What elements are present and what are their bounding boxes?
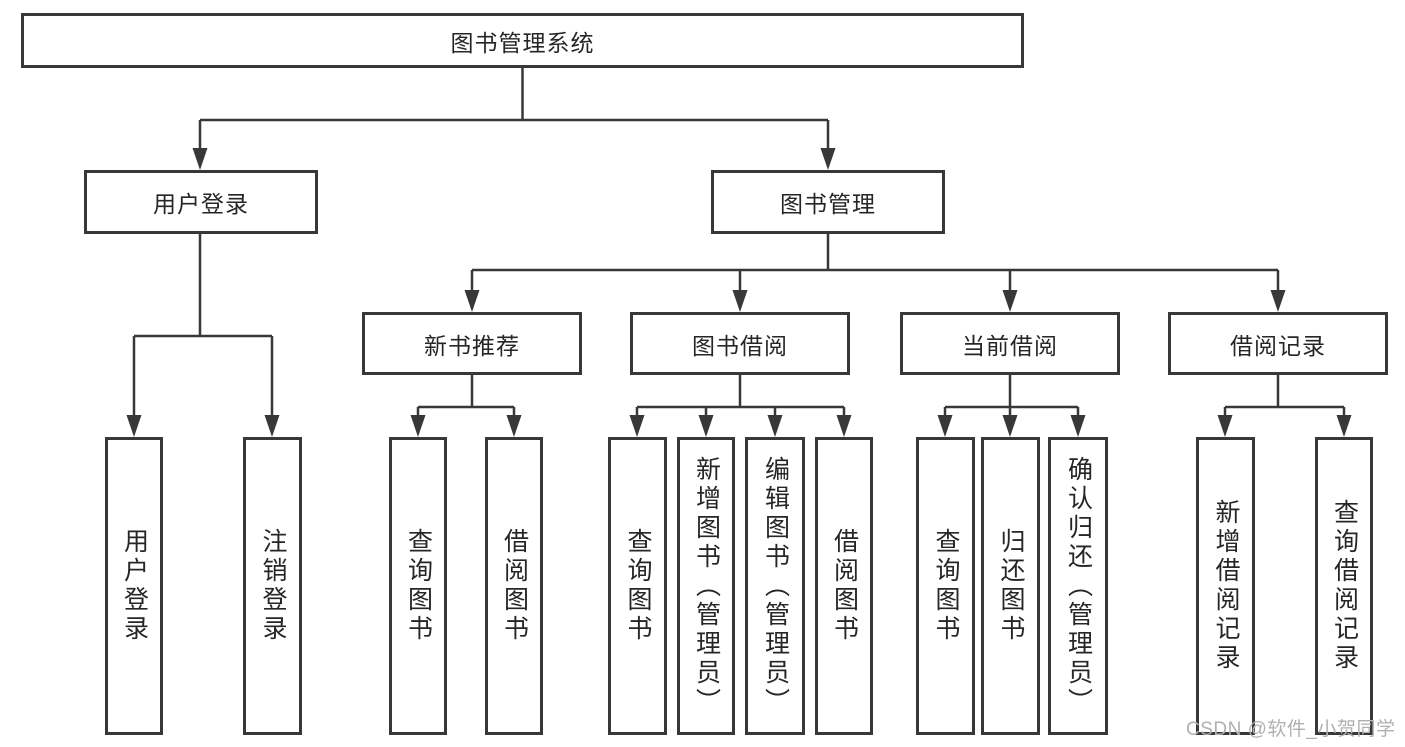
connector-current-borrowing-to-children [943, 375, 1080, 417]
node-book-management: 图书管理 [711, 170, 945, 234]
node-query-books-current: 查询图书 [916, 437, 975, 735]
csdn-watermark: CSDN @软件_小贺同学 [1186, 719, 1396, 740]
node-add-borrow-record: 新增借阅记录 [1196, 437, 1255, 735]
node-confirm-return-admin: 确认归还（管理员） [1048, 437, 1108, 735]
node-return-books: 归还图书 [981, 437, 1040, 735]
arrowheads [126, 148, 1352, 437]
node-user-login: 用户登录 [84, 170, 318, 234]
connector-root-to-level2 [198, 68, 830, 150]
connector-user-login-to-children [132, 234, 274, 417]
node-user-login-action: 用户登录 [105, 437, 163, 735]
node-add-books-admin: 新增图书（管理员） [677, 437, 735, 735]
connector-new-book-recommendation-to-children [416, 375, 516, 417]
node-edit-books-admin: 编辑图书（管理员） [745, 437, 805, 735]
node-borrow-books-recommend: 借阅图书 [485, 437, 543, 735]
node-logout: 注销登录 [243, 437, 302, 735]
node-query-books-borrow: 查询图书 [608, 437, 667, 735]
node-new-book-recommendation: 新书推荐 [362, 312, 582, 375]
node-borrow-books: 借阅图书 [815, 437, 873, 735]
node-query-books-recommend: 查询图书 [389, 437, 447, 735]
connector-book-management-to-level3 [470, 234, 1280, 292]
connector-borrowing-records-to-children [1223, 375, 1346, 417]
node-query-borrow-record: 查询借阅记录 [1315, 437, 1373, 735]
connector-book-borrowing-to-children [635, 375, 846, 417]
node-borrowing-records: 借阅记录 [1168, 312, 1388, 375]
node-current-borrowing: 当前借阅 [900, 312, 1120, 375]
node-library-management-system: 图书管理系统 [21, 13, 1024, 68]
node-book-borrowing: 图书借阅 [630, 312, 850, 375]
